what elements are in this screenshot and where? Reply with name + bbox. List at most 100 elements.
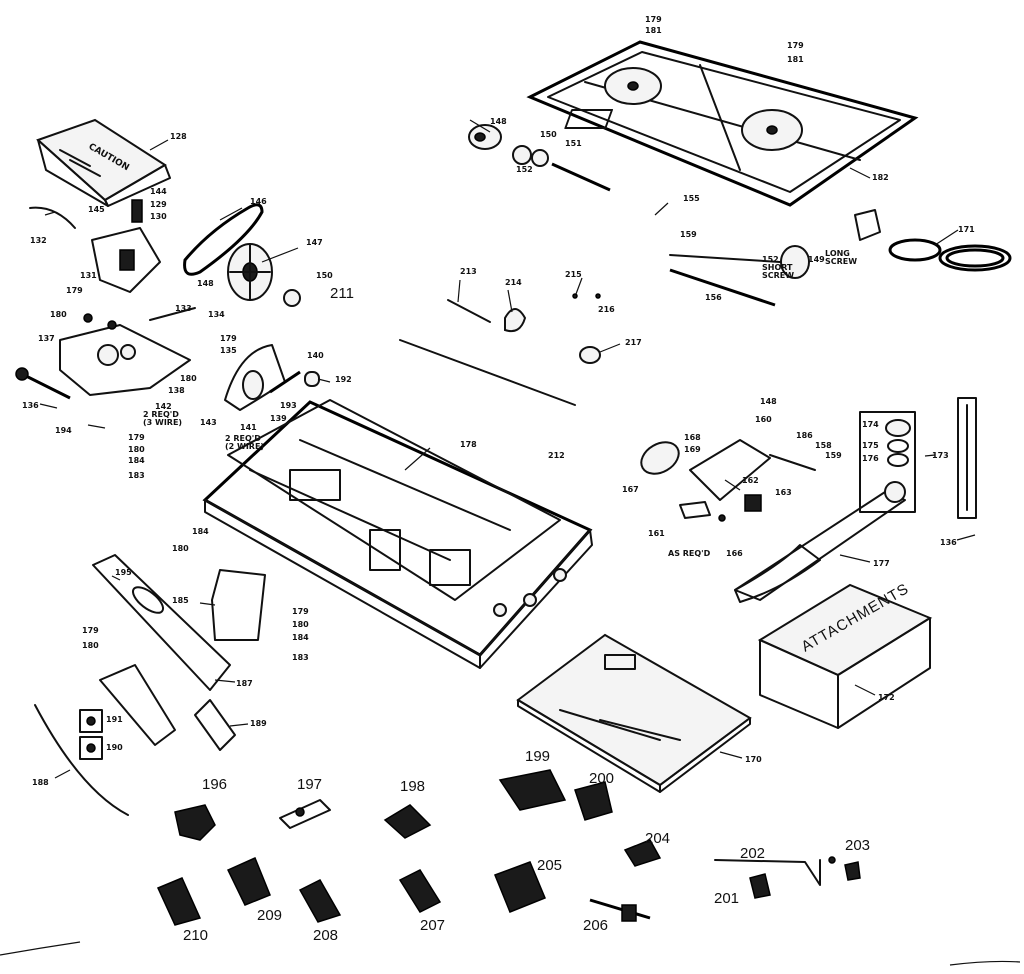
callout-139: 139 [270,414,287,423]
foot-207 [398,869,442,913]
foot-198 [383,804,432,839]
callout-190: 190 [106,743,123,752]
callout-211: 211 [330,285,354,302]
callout-179: 179 [787,41,804,50]
callout-132: 132 [30,236,47,245]
leader-lines [39,119,976,779]
callout-189: 189 [250,719,267,728]
motor-and-arm [640,439,906,603]
small-parts-upper [399,124,611,406]
callout-180: 180 [82,641,99,650]
callout-148: 148 [197,279,214,288]
callout-170: 170 [745,755,762,764]
callout-183: 183 [128,471,145,480]
callout-147: 147 [306,238,323,247]
callout-169: 169 [684,445,701,454]
note-2-wire: (2 WIRE) [225,442,264,451]
callout-204: 204 [645,830,670,847]
rod-202 [714,859,821,886]
callout-217: 217 [625,338,642,347]
callout-138: 138 [168,386,185,395]
callout-148-dup: 148 [760,397,777,406]
presser-feet [156,769,861,926]
main-frame [202,399,593,669]
callout-212: 212 [548,451,565,460]
callout-188: 188 [32,778,49,787]
callout-140: 140 [307,351,324,360]
callout-161: 161 [648,529,665,538]
callout-215: 215 [565,270,582,279]
callout-180: 180 [128,445,145,454]
callout-141: 141 [240,423,257,432]
callout-128: 128 [170,132,187,141]
callout-196: 196 [202,776,227,793]
callout-149: 149 [808,255,825,264]
note-short-screw-num: 152 [762,255,779,264]
callout-201: 201 [714,890,739,907]
callout-172: 172 [878,693,895,702]
foot-204 [623,839,662,867]
foot-208 [298,879,342,923]
callout-148: 148 [490,117,507,126]
callout-179: 179 [128,433,145,442]
callout-150: 150 [316,271,333,280]
callout-183: 183 [292,653,309,662]
callout-179: 179 [645,15,662,24]
callout-179: 179 [220,334,237,343]
note-3-wire: (3 WIRE) [143,418,182,427]
callout-129: 129 [150,200,167,209]
callout-176: 176 [862,454,879,463]
callout-198: 198 [400,778,425,795]
callout-179: 179 [82,626,99,635]
foot-197 [279,799,331,829]
callout-179: 179 [66,286,83,295]
callout-214: 214 [505,278,522,287]
callout-151: 151 [565,139,582,148]
slide-gauge [859,397,977,519]
callout-216: 216 [598,305,615,314]
callout-199: 199 [525,748,550,765]
callout-166: 166 [726,549,743,558]
note-short-screw-1: SHORT [762,263,793,272]
callout-134: 134 [208,310,225,319]
callout-136: 136 [940,538,957,547]
callout-180: 180 [180,374,197,383]
callout-209: 209 [257,907,282,924]
callout-210: 210 [183,927,208,944]
callout-197: 197 [297,776,322,793]
note-2-reqd-b: 2 REQ'D [225,434,261,443]
note-2-reqd-a: 2 REQ'D [143,410,179,419]
foot-199 [498,769,567,811]
presser-assembly [34,664,236,816]
bed-plate [526,40,919,207]
motor-bracket [224,344,320,411]
front-plate [92,554,266,691]
callout-167: 167 [622,485,639,494]
callout-130: 130 [150,212,167,221]
screw-rod-assembly [669,209,1012,307]
belt-and-pulley [183,203,301,307]
callout-205: 205 [537,857,562,874]
note-as-reqd: AS REQ'D [668,549,711,558]
note-long-screw-2: SCREW [825,257,857,266]
callout-174: 174 [862,420,879,429]
callout-159: 159 [825,451,842,460]
callout-194: 194 [55,426,72,435]
callout-178: 178 [460,440,477,449]
foot-196 [174,804,216,841]
callout-136: 136 [22,401,39,410]
callout-179-r: 179 [292,607,309,616]
callout-180: 180 [50,310,67,319]
callout-184: 184 [192,527,209,536]
callout-135: 135 [220,346,237,355]
callout-143: 143 [200,418,217,427]
callout-156: 156 [705,293,722,302]
callout-213: 213 [460,267,477,276]
callout-181: 181 [645,26,662,35]
callout-195: 195 [115,568,132,577]
callout-145: 145 [88,205,105,214]
callout-185: 185 [172,596,189,605]
callout-182: 182 [872,173,889,182]
callout-192: 192 [335,375,352,384]
callout-168: 168 [684,433,701,442]
